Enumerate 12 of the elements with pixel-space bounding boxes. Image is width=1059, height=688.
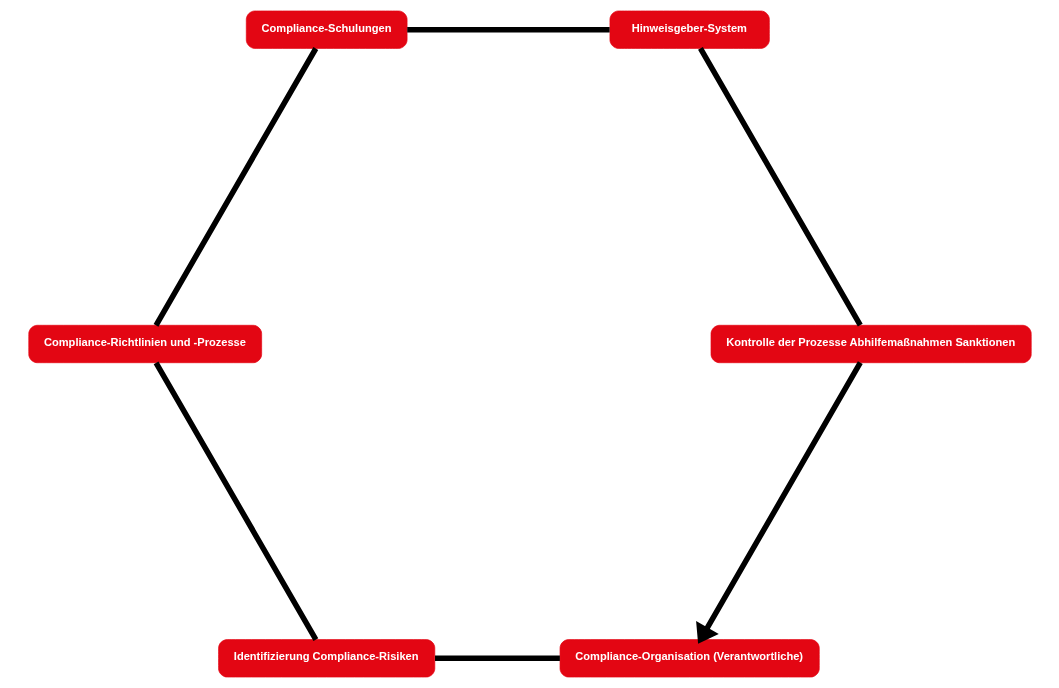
connector bbox=[153, 361, 318, 641]
node-box: Compliance-Schulungen bbox=[245, 10, 407, 49]
connector bbox=[434, 655, 560, 662]
connector bbox=[697, 47, 863, 327]
connector bbox=[153, 47, 318, 327]
arrow bbox=[695, 361, 863, 644]
node-box: Kontrolle der Prozesse Abhilfemaßnahmen Sanktionen bbox=[710, 324, 1032, 364]
node-box: Identifizierung Compliance-Risiken bbox=[217, 639, 435, 678]
node-box: Hinweisgeber-System bbox=[609, 10, 770, 49]
node-box: Compliance-Richtlinien und -Prozesse bbox=[27, 324, 262, 364]
node-box: Compliance-Organisation (Verantwortliche) bbox=[559, 639, 820, 678]
connector bbox=[406, 26, 610, 33]
